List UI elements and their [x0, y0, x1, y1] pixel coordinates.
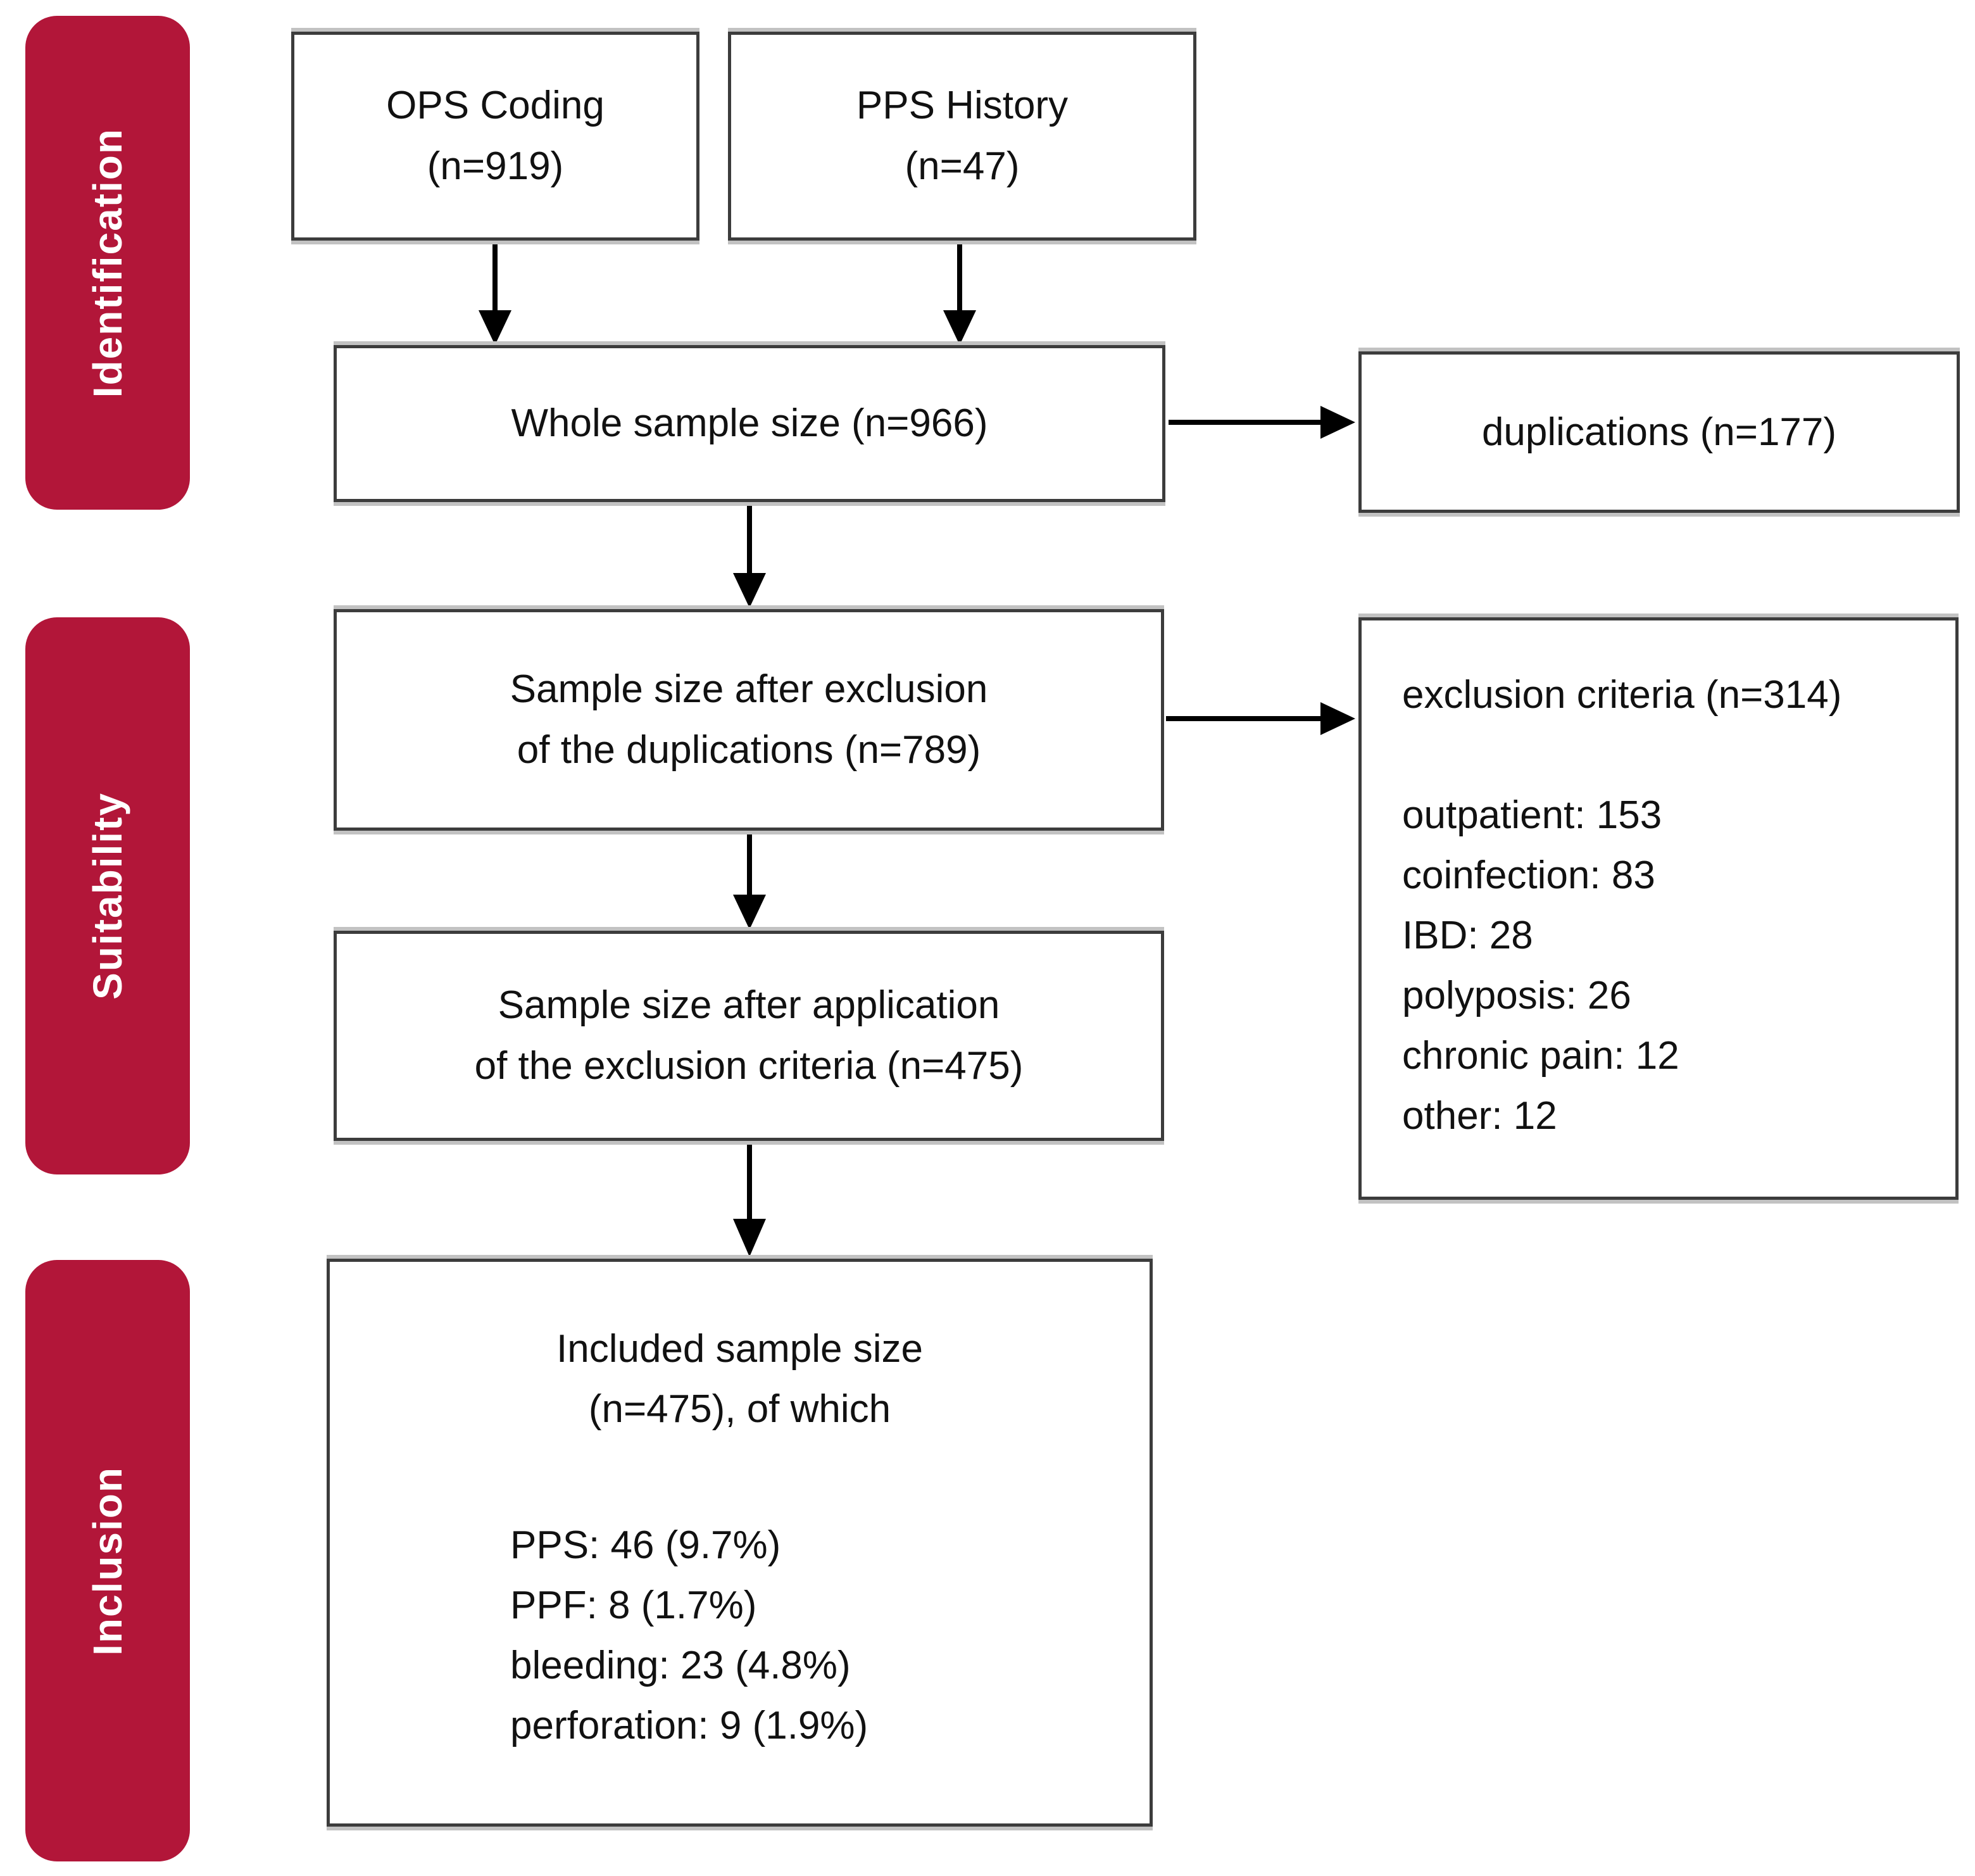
- whole-sample-text: Whole sample size (n=966): [511, 401, 988, 445]
- box-whole-sample: Whole sample size (n=966): [334, 345, 1165, 502]
- after-duplications-line2: of the duplications (n=789): [517, 728, 981, 772]
- ops-coding-line2: (n=919): [427, 144, 564, 188]
- included-line1: Included sample size: [556, 1327, 923, 1371]
- exclusion-item-other: other: 12: [1402, 1094, 1557, 1138]
- stage-label-suitability: Suitability: [85, 792, 130, 1000]
- box-after-exclusion: Sample size after application of the exc…: [334, 931, 1164, 1141]
- after-duplications-line1: Sample size after exclusion: [510, 667, 988, 711]
- included-item-perforation: perforation: 9 (1.9%): [510, 1704, 868, 1747]
- stage-band-inclusion: Inclusion: [25, 1260, 190, 1861]
- ops-coding-line1: OPS Coding: [386, 84, 605, 127]
- included-line2: (n=475), of which: [588, 1387, 891, 1431]
- exclusion-item-ibd: IBD: 28: [1402, 914, 1533, 957]
- box-pps-history: PPS History (n=47): [728, 32, 1196, 241]
- included-item-pps: PPS: 46 (9.7%): [510, 1523, 781, 1567]
- exclusion-item-chronic-pain: chronic pain: 12: [1402, 1034, 1679, 1078]
- arrow-whole-to-afterdup: [733, 503, 766, 608]
- arrow-afterexcl-to-included: [733, 1143, 766, 1257]
- exclusion-item-coinfection: coinfection: 83: [1402, 853, 1655, 897]
- included-item-bleeding: bleeding: 23 (4.8%): [510, 1644, 851, 1687]
- box-exclusion-criteria: exclusion criteria (n=314) outpatient: 1…: [1358, 617, 1959, 1200]
- duplications-text: duplications (n=177): [1481, 410, 1837, 454]
- included-items: PPS: 46 (9.7%) PPF: 8 (1.7%) bleeding: 2…: [330, 1515, 1150, 1756]
- after-exclusion-line1: Sample size after application: [498, 983, 1000, 1027]
- included-item-ppf: PPF: 8 (1.7%): [510, 1583, 757, 1627]
- exclusion-criteria-spacer: [1402, 725, 1930, 785]
- box-duplications: duplications (n=177): [1358, 351, 1960, 513]
- stage-band-suitability: Suitability: [25, 617, 190, 1174]
- exclusion-criteria-title: exclusion criteria (n=314): [1402, 673, 1842, 717]
- exclusion-item-outpatient: outpatient: 153: [1402, 793, 1662, 837]
- arrow-ops-to-whole: [479, 244, 511, 345]
- arrow-pps-to-whole: [943, 244, 976, 345]
- exclusion-item-polyposis: polyposis: 26: [1402, 974, 1631, 1017]
- stage-label-inclusion: Inclusion: [85, 1466, 130, 1656]
- arrow-afterdup-to-exclusion: [1166, 702, 1355, 735]
- box-included-sample: Included sample size (n=475), of which P…: [327, 1259, 1153, 1827]
- arrow-afterdup-to-afterexcl: [733, 833, 766, 929]
- pps-history-line2: (n=47): [905, 144, 1020, 188]
- pps-history-line1: PPS History: [856, 84, 1069, 127]
- stage-band-identification: Identification: [25, 16, 190, 510]
- box-after-duplications: Sample size after exclusion of the dupli…: [334, 609, 1164, 831]
- stage-label-identification: Identification: [85, 127, 130, 398]
- arrow-whole-to-duplications: [1169, 406, 1355, 439]
- after-exclusion-line2: of the exclusion criteria (n=475): [474, 1044, 1024, 1088]
- box-ops-coding: OPS Coding (n=919): [291, 32, 699, 241]
